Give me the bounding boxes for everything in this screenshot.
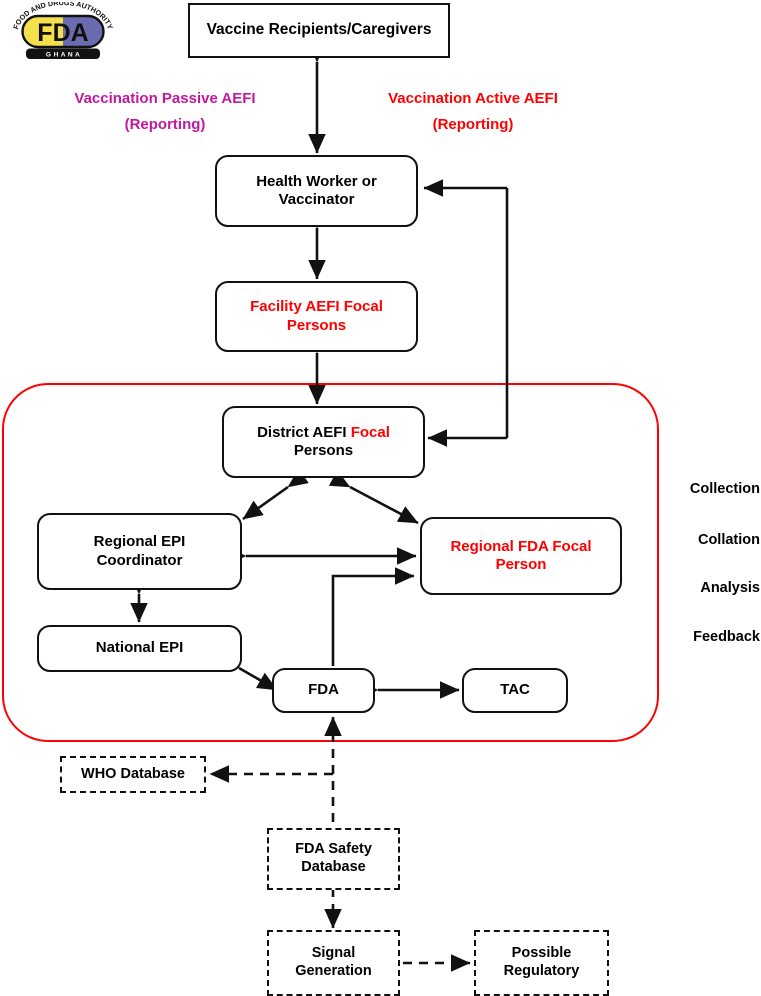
node-regional-fda-label-line1: Regional FDA Focal [450, 537, 592, 555]
node-possible-regulatory-label-line2: Regulatory [503, 963, 580, 979]
side-label-collation-text: Collation [697, 532, 760, 548]
node-health-worker-label-line2: Vaccinator [278, 191, 355, 208]
connector-nationalepi-fda [217, 650, 278, 692]
node-signal-generation-label-line1: Signal [311, 945, 356, 962]
logo-graphic: FOOD AND DRUGS AUTHORITY FDA G H A N A [11, 0, 115, 59]
node-district-focal-label-line1: District AEFI Focal [257, 424, 390, 442]
side-label-collection: Collection [600, 481, 760, 497]
logo-oval [21, 14, 105, 49]
node-district-aefi-focal-persons[interactable]: District AEFI Focal Persons [222, 406, 425, 478]
logo-country-bar [26, 48, 100, 59]
node-possible-regulatory[interactable]: Possible Regulatory [474, 930, 609, 996]
node-regional-epi-label-line2: Coordinator [96, 551, 183, 569]
label-vaccination-passive-aefi: Vaccination Passive AEFI (Reporting) [50, 86, 280, 139]
node-fda-label: FDA [308, 681, 339, 699]
side-label-feedback-text: Feedback [693, 629, 760, 645]
connector-fda-to-regionalfda [331, 567, 415, 666]
label-vaccination-active-aefi: Vaccination Active AEFI (Reporting) [362, 86, 584, 139]
node-regional-fda-focal-person[interactable]: Regional FDA Focal Person [420, 517, 622, 595]
node-vaccine-recipients[interactable]: Vaccine Recipients/Caregivers [188, 3, 450, 58]
node-facility-focal-label-line2: Persons [286, 316, 347, 334]
node-health-worker[interactable]: Health Worker or Vaccinator [215, 155, 418, 227]
node-national-epi-label: National EPI [95, 639, 184, 657]
label-passive-line2: (Reporting) [124, 116, 206, 134]
node-facility-focal-label-line1: Facility AEFI Focal [250, 298, 383, 316]
connector-district-regionalfda [328, 470, 419, 525]
node-national-epi[interactable]: National EPI [37, 625, 242, 672]
label-active-line1: Vaccination Active AEFI [388, 90, 558, 107]
node-signal-generation-label-line2: Generation [295, 963, 372, 979]
node-tac-label: TAC [500, 681, 530, 699]
side-label-collation: Collation [600, 532, 760, 548]
fda-ghana-logo: FOOD AND DRUGS AUTHORITY FDA G H A N A [8, 0, 118, 60]
node-district-focal-text-red: Focal [350, 423, 390, 441]
logo-monogram: FDA [37, 19, 88, 47]
node-fda-safety-db-label-line2: Database [301, 859, 366, 875]
label-passive-line1: Vaccination Passive AEFI [74, 90, 256, 107]
node-regional-epi-label-line1: Regional EPI [93, 533, 186, 551]
node-possible-regulatory-label-line1: Possible [511, 945, 572, 962]
aefi-system-boundary-region [2, 383, 659, 742]
side-label-analysis-text: Analysis [700, 580, 760, 596]
node-district-focal-text-black: District AEFI [257, 423, 351, 441]
node-vaccine-recipients-label: Vaccine Recipients/Caregivers [206, 21, 432, 39]
logo-country-text: G H A N A [46, 52, 80, 59]
node-tac[interactable]: TAC [462, 668, 568, 713]
node-fda[interactable]: FDA [272, 668, 375, 713]
node-regional-epi-coordinator[interactable]: Regional EPI Coordinator [37, 513, 242, 590]
node-fda-safety-database[interactable]: FDA Safety Database [267, 828, 400, 890]
side-label-analysis: Analysis [600, 580, 760, 596]
side-label-feedback: Feedback [600, 629, 760, 645]
node-district-focal-label-line2: Persons [293, 442, 354, 459]
node-who-database[interactable]: WHO Database [60, 756, 206, 793]
node-fda-safety-db-label-line1: FDA Safety [295, 841, 372, 858]
side-label-collection-text: Collection [689, 481, 760, 497]
node-signal-generation[interactable]: Signal Generation [267, 930, 400, 996]
node-facility-aefi-focal-persons[interactable]: Facility AEFI Focal Persons [215, 281, 418, 352]
connector-district-regionalepi [242, 468, 309, 521]
node-who-database-label: WHO Database [81, 765, 185, 782]
node-regional-fda-label-line2: Person [495, 556, 547, 573]
label-active-line2: (Reporting) [432, 116, 514, 134]
node-health-worker-label-line1: Health Worker or [256, 172, 377, 190]
